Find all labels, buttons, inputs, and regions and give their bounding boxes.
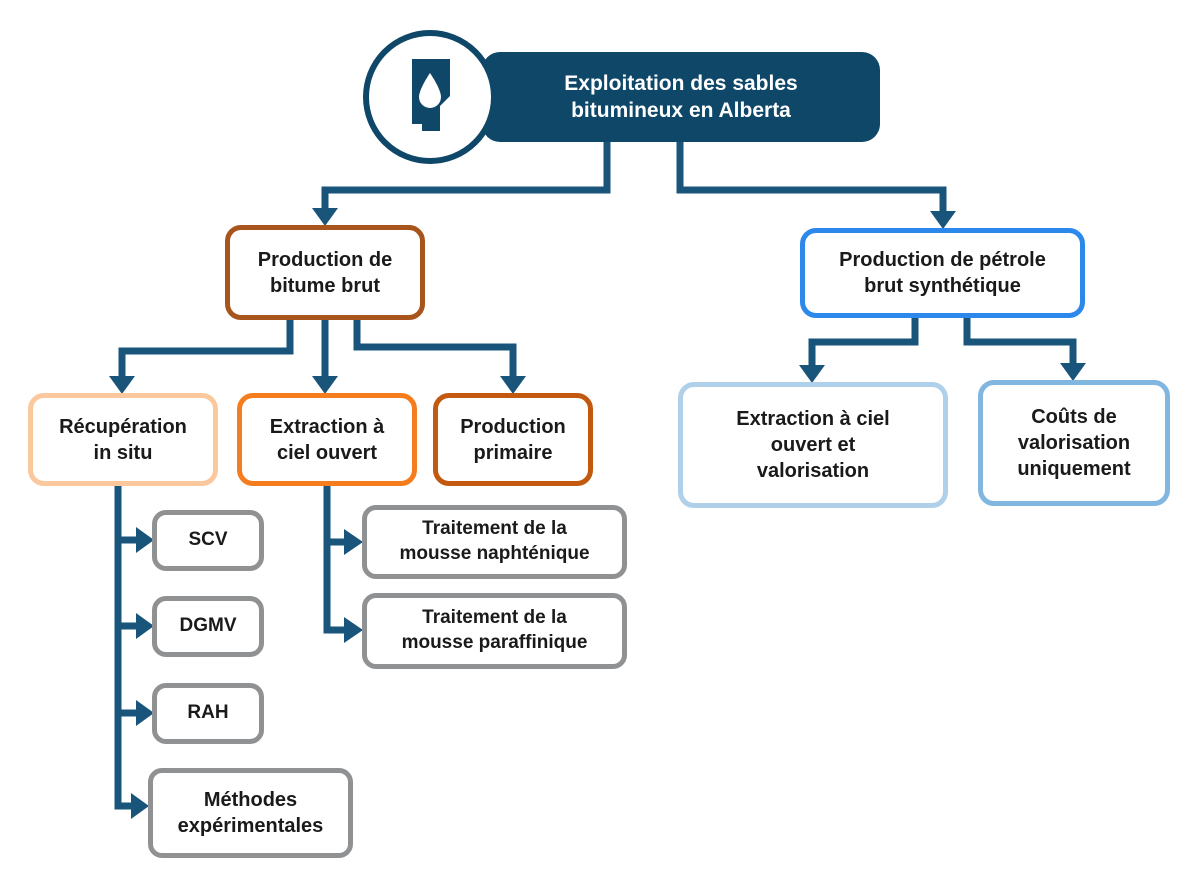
arrowhead-down-icon [1060, 363, 1086, 381]
node-dgmv: DGMV [152, 596, 264, 657]
arrowhead-down-icon [930, 211, 956, 229]
node-couts-valorisation-uniquement: Coûts de valorisation uniquement [978, 380, 1170, 506]
connector-root-to-petrole [676, 142, 947, 212]
alberta-province-droplet-icon [363, 30, 497, 164]
arrowhead-right-icon [131, 793, 149, 819]
arrowhead-down-icon [799, 365, 825, 383]
node-label: Production de bitume brut [257, 248, 393, 297]
node-production-bitume-brut: Production de bitume brut [225, 225, 425, 320]
node-traitement-mousse-naphtenique: Traitement de la mousse naphténique [362, 505, 627, 579]
arrowhead-right-icon [344, 529, 363, 555]
arrowhead-right-icon [344, 617, 363, 643]
node-label: Extraction à ciel ouvert et valorisation [736, 408, 890, 482]
node-production-petrole-brut-synthetique: Production de pétrole brut synthétique [800, 228, 1085, 318]
node-label: Traitement de la mousse naphténique [399, 518, 590, 564]
alberta-map-icon [409, 59, 450, 131]
node-label: DGMV [179, 615, 237, 637]
node-label: RAH [187, 702, 229, 724]
node-extraction-ciel-ouvert-valorisation: Extraction à ciel ouvert et valorisation [678, 382, 948, 508]
node-rah: RAH [152, 683, 264, 744]
node-extraction-ciel-ouvert: Extraction à ciel ouvert [237, 393, 417, 486]
connector-petrole-to-extrval [808, 318, 919, 366]
arrowhead-down-icon [109, 376, 135, 394]
node-scv: SCV [152, 510, 264, 571]
node-label: Extraction à ciel ouvert [269, 415, 385, 464]
node-label: Récupération in situ [59, 415, 187, 464]
node-label: Production primaire [460, 415, 566, 464]
node-label: SCV [188, 529, 228, 551]
node-label: Méthodes expérimentales [177, 789, 324, 837]
node-label: Production de pétrole brut synthétique [839, 249, 1046, 297]
node-traitement-mousse-paraffinique: Traitement de la mousse paraffinique [362, 593, 627, 669]
connector-bitume-to-primaire [353, 320, 517, 377]
node-methodes-experimentales: Méthodes expérimentales [148, 768, 353, 858]
oil-droplet-icon [419, 73, 441, 108]
node-production-primaire: Production primaire [433, 393, 593, 486]
arrowhead-down-icon [312, 208, 338, 226]
arrowhead-down-icon [500, 376, 526, 394]
node-label: Traitement de la mousse paraffinique [401, 607, 588, 653]
node-exploitation-sables-root: Exploitation des sables bitumineux en Al… [482, 52, 880, 142]
connector-petrole-to-couts [963, 318, 1077, 364]
node-label: Coûts de valorisation uniquement [1017, 406, 1131, 480]
arrowhead-down-icon [312, 376, 338, 394]
node-label: Exploitation des sables bitumineux en Al… [564, 71, 798, 122]
node-recuperation-in-situ: Récupération in situ [28, 393, 218, 486]
connector-bitume-to-recup [118, 320, 294, 377]
